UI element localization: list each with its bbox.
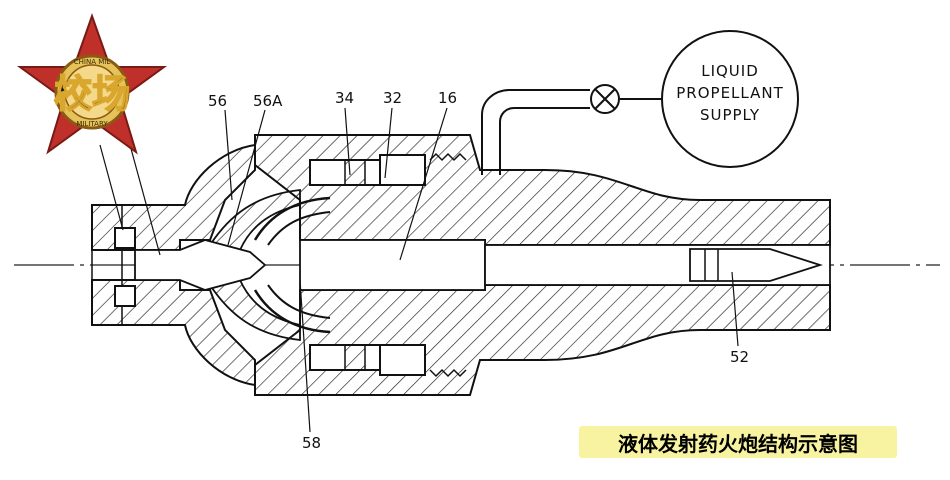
logo-ring-bottom: MILITARY	[76, 120, 108, 128]
projectile	[689, 248, 823, 282]
supply-line-1: LIQUID	[701, 62, 759, 80]
ring-assembly	[309, 152, 467, 378]
logo-ring-top: CHINA MIL	[74, 58, 111, 66]
reference-labels: 56 56A 34 32 16 52 58	[99, 89, 749, 452]
label-16: 16	[438, 89, 457, 107]
supply-line-2: PROPELLANT	[676, 84, 784, 102]
label-56a: 56A	[253, 92, 283, 110]
logo-text: 校场	[54, 72, 130, 116]
label-32: 32	[383, 89, 402, 107]
propellant-supply-tank: LIQUID PROPELLANT SUPPLY	[661, 30, 799, 168]
diagram-caption: 液体发射药火炮结构示意图	[579, 426, 897, 458]
breech-block	[91, 143, 256, 387]
supply-line	[481, 89, 665, 175]
label-56: 56	[208, 92, 227, 110]
regenerative-piston	[208, 188, 331, 342]
label-34: 34	[335, 89, 354, 107]
supply-line-3: SUPPLY	[700, 106, 760, 124]
logo-star-emblem: CHINA MIL MILITARY 校场	[16, 12, 168, 155]
label-52: 52	[730, 348, 749, 366]
label-58: 58	[302, 434, 321, 452]
valve-icon	[590, 84, 620, 114]
